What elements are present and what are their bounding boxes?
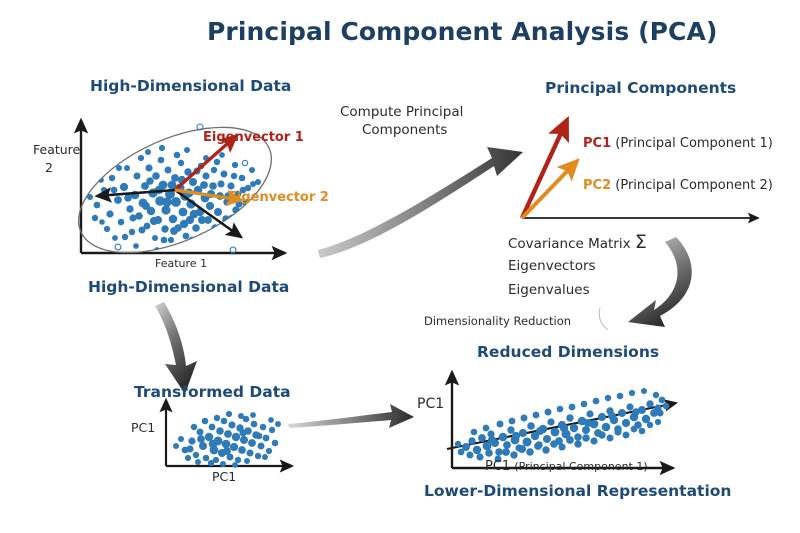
pc1-key: PC1 (583, 136, 612, 151)
pc1-arrow (520, 116, 569, 219)
flow-arrow-transformed-to-reduced (288, 404, 414, 428)
eigenvector-1-arrow (173, 133, 239, 192)
black-axis-vector-right (174, 188, 244, 239)
sigma-symbol: Σ (634, 231, 647, 253)
pc-vectors (520, 116, 580, 220)
reduced-axes (444, 369, 679, 476)
pc2-key: PC2 (583, 178, 612, 193)
principal-axis-vectors (94, 133, 245, 239)
compute-pc-label-line1: Compute Principal (340, 104, 464, 120)
reduced-x-axis-desc: (Principal Component 1) (514, 460, 648, 473)
transformed-axes (159, 397, 295, 473)
eigenvector-2-arrow (174, 188, 245, 207)
high-dim-heading: High-Dimensional Data (90, 77, 292, 95)
high-dim-y-axis-label-line1: Feature (33, 142, 81, 157)
data-cloud-ellipse (77, 126, 273, 254)
pc2-legend-row: PC2 (Principal Component 2) (583, 178, 773, 193)
transformed-y-axis-label: PC1 (131, 420, 156, 435)
dimensionality-reduction-label: Dimensionality Reduction (424, 314, 572, 328)
pc2-arrow (520, 158, 580, 220)
high-dim-y-axis-label-line2: 2 (45, 160, 53, 175)
page-title: Principal Component Analysis (PCA) (207, 17, 718, 46)
transformed-data-heading: Transformed Data (134, 383, 291, 401)
black-axis-vector-left (94, 187, 176, 203)
covariance-matrix-line: Covariance Matrix Σ (508, 231, 647, 253)
eigenvalues-line: Eigenvalues (508, 282, 590, 298)
pc2-description: (Principal Component 2) (615, 178, 773, 193)
compute-pc-label-line2: Components (362, 122, 448, 138)
flow-arrow-compute-pc (318, 147, 523, 258)
eigenvector-2-label: Eigenvector 2 (228, 190, 329, 205)
reduced-x-axis-label: PC1 (Principal Component 1) (485, 459, 648, 474)
reduced-caption: Lower-Dimensional Representation (424, 482, 732, 500)
flow-arrow-to-transformed (155, 302, 197, 394)
reduced-y-axis-label: PC1 (417, 396, 445, 412)
flow-arrow-dim-reduction (628, 237, 692, 327)
eigenvectors-line: Eigenvectors (508, 258, 596, 274)
transformed-x-axis-label: PC1 (212, 469, 237, 484)
principal-components-heading: Principal Components (545, 79, 737, 97)
reduced-scatter-points (454, 388, 670, 463)
covariance-matrix-text: Covariance Matrix (508, 236, 631, 252)
high-dim-caption: High-Dimensional Data (88, 278, 290, 296)
dim-reduction-hairline (598, 307, 609, 331)
reduced-x-axis-key: PC1 (485, 459, 511, 474)
pc1-description: (Principal Component 1) (615, 136, 773, 151)
reduced-dimensions-heading: Reduced Dimensions (477, 343, 660, 361)
high-dim-scatter-outline-points (114, 123, 249, 254)
high-dim-x-axis-label: Feature 1 (155, 257, 208, 270)
transformed-scatter-points (173, 410, 281, 468)
pc1-legend-row: PC1 (Principal Component 1) (583, 136, 773, 151)
eigenvector-1-label: Eigenvector 1 (203, 130, 304, 145)
